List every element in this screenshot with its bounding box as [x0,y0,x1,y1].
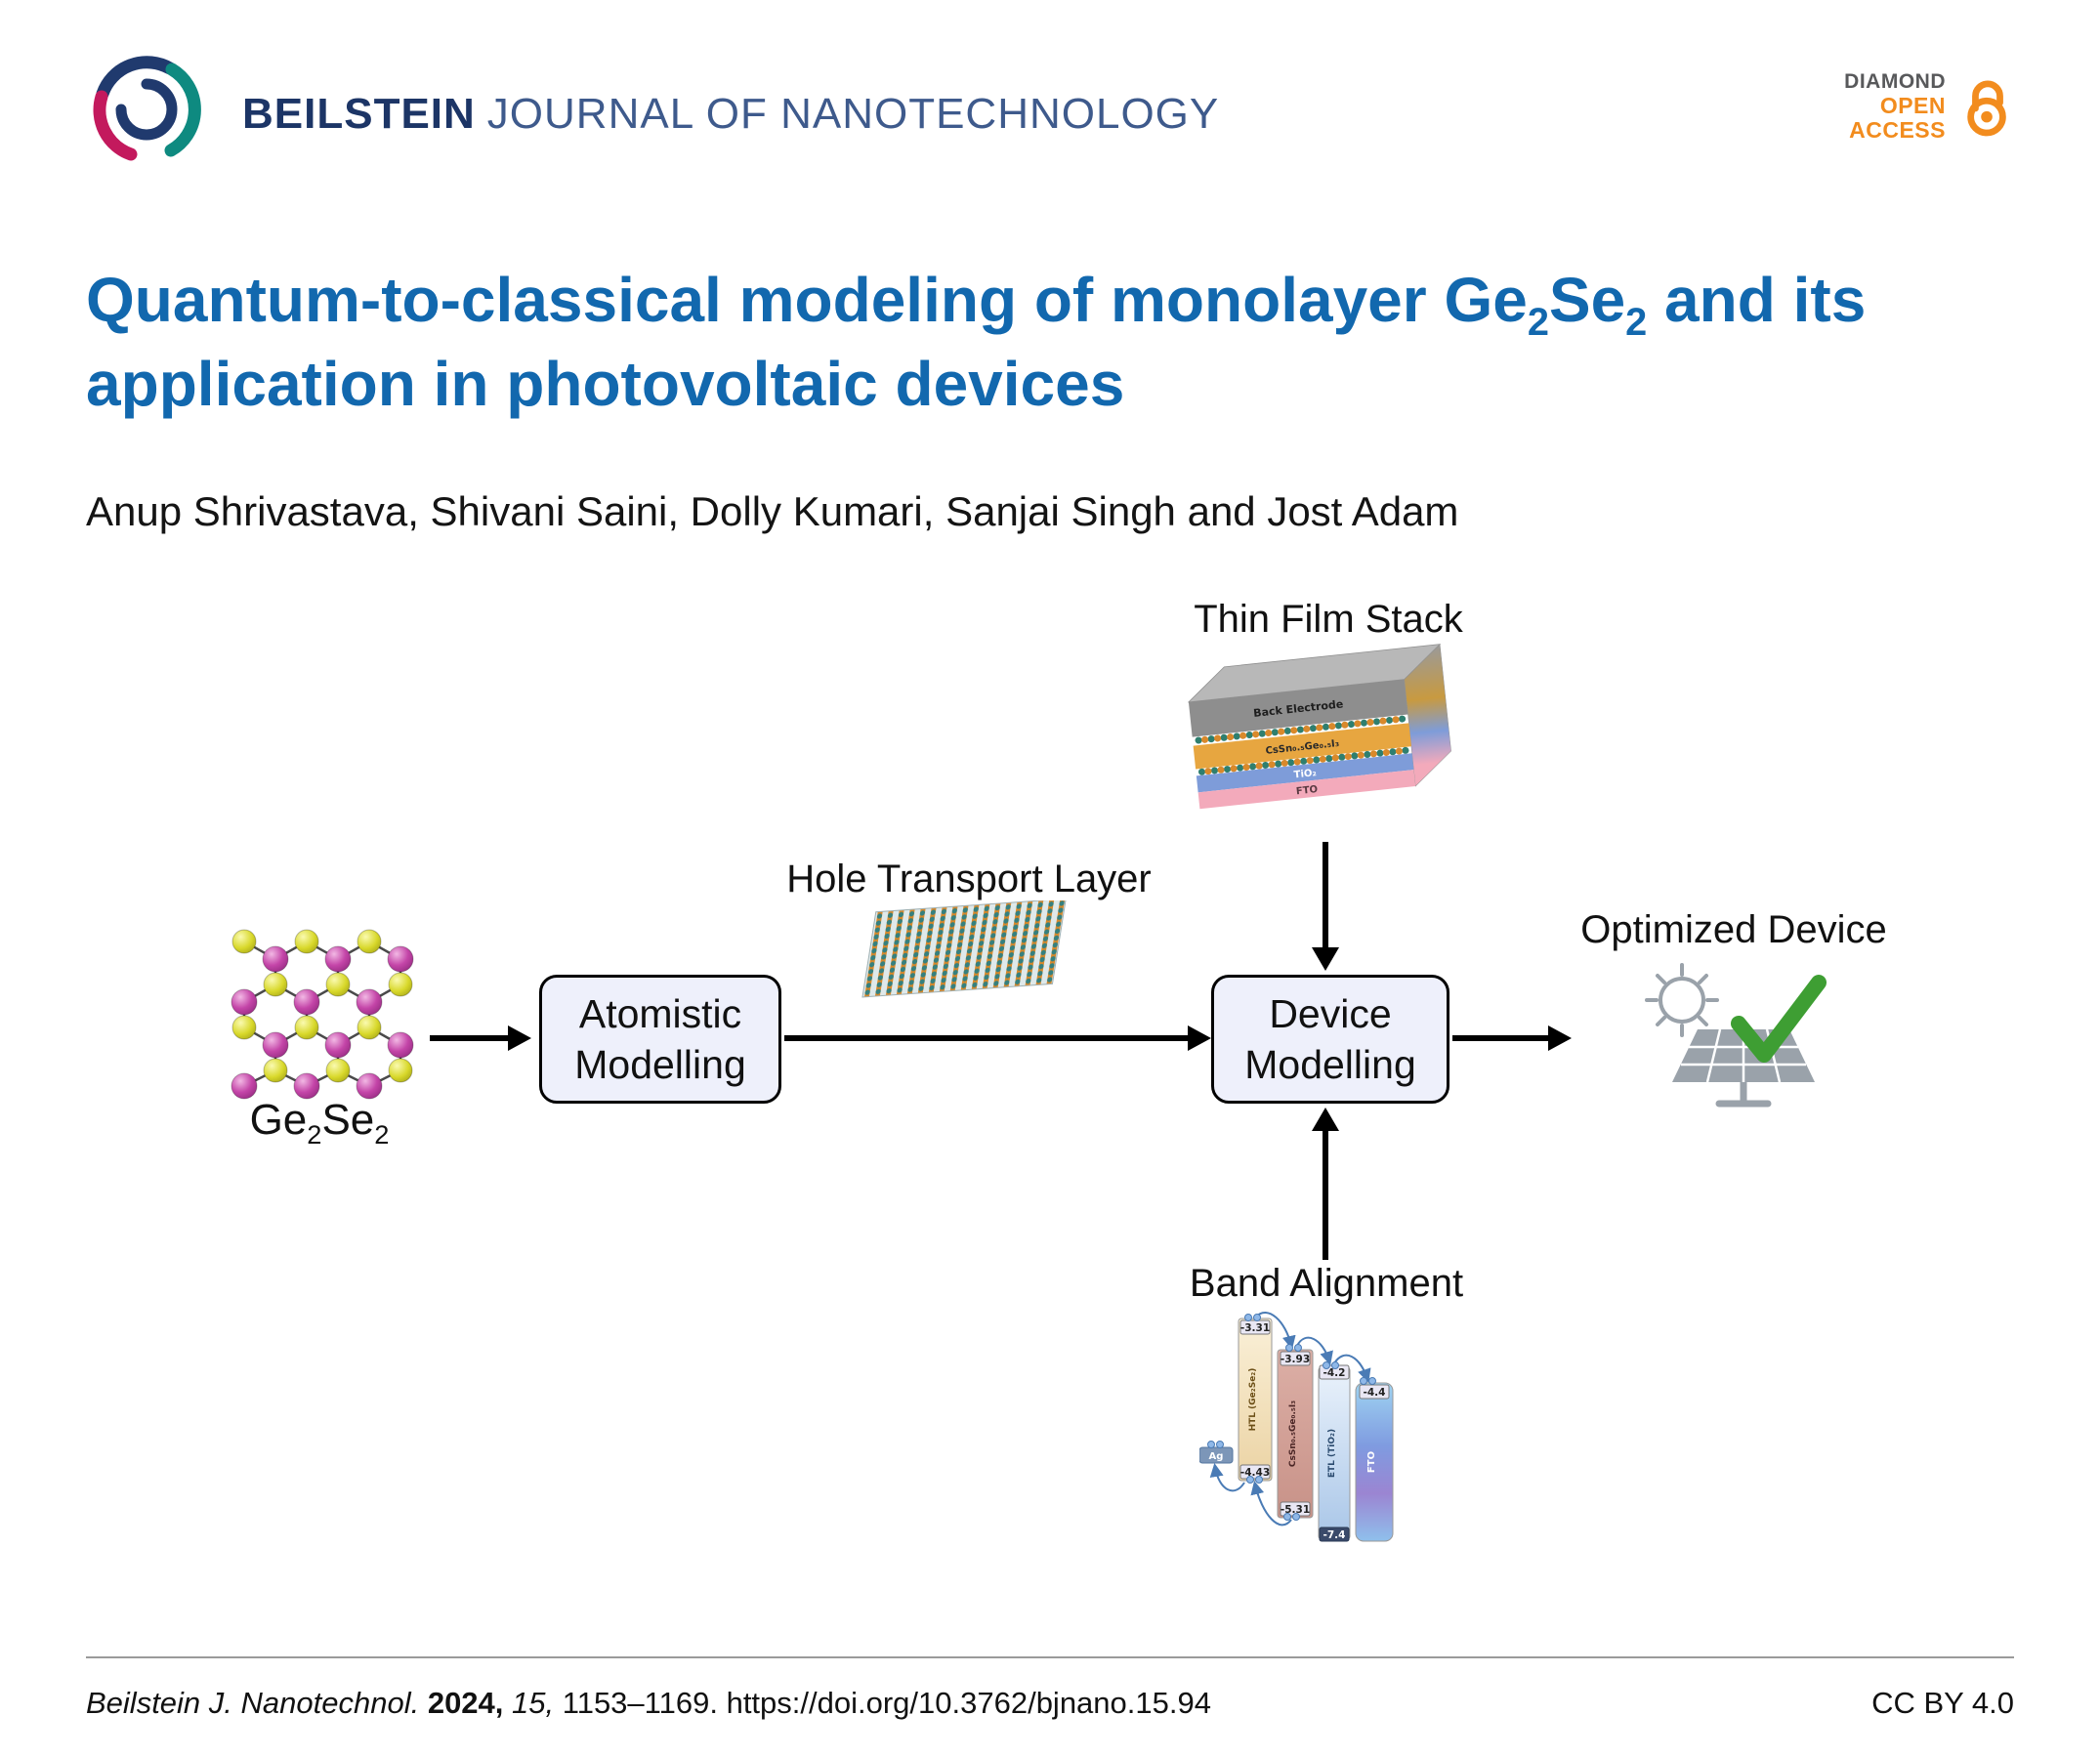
ag-electrode-label: Ag [1209,1451,1224,1462]
band-bar4-name: FTO [1366,1451,1377,1473]
band-bar3-name: ETL (TiO₂) [1327,1429,1337,1478]
citation-doi[interactable]: https://doi.org/10.3762/bjnano.15.94 [726,1686,1211,1720]
band-bar1-top-value: -3.31 [1240,1322,1270,1334]
optimized-device-icon [1645,963,1827,1108]
device-modelling-box: Device Modelling [1211,975,1449,1104]
check-icon [1731,975,1827,1063]
hole-transport-layer-label: Hole Transport Layer [786,858,1152,900]
etl-layer-label: TiO₂ [1293,768,1317,780]
device-modelling-line1: Device [1269,990,1392,1036]
open-access-badge-text: DIAMOND OPEN ACCESS [1844,70,1946,144]
thin-film-stack-label: Thin Film Stack [1194,598,1463,641]
device-modelling-line2: Modelling [1244,1042,1416,1087]
atomistic-modelling-line1: Atomistic [578,990,742,1036]
title-part2: Se [1548,265,1626,335]
footer-rule [86,1656,2014,1658]
carrier-flow-arrows [1209,1311,1371,1527]
band-bar-names: HTL (Ge₂Se₂) CsSn₀.₅Ge₀.₅I₃ ETL (TiO₂) F… [1248,1368,1377,1478]
citation-volume: 15, [512,1686,555,1720]
title-sub1: 2 [1527,300,1549,344]
citation: Beilstein J. Nanotechnol. 2024, 15, 1153… [86,1686,1211,1721]
diamond-open-access-badge: DIAMOND OPEN ACCESS [1844,70,2014,144]
oa-access-label: ACCESS [1849,117,1946,144]
title-part3: and its application in photovoltaic devi… [86,265,1867,420]
atomistic-modelling-line2: Modelling [574,1042,746,1087]
open-access-lock-icon [1967,80,2006,136]
ge2se2-crystal-figure [231,929,414,1100]
band-value-labels: -3.31 -3.93 -4.2 -4.4 -4.43 -5.31 -7.4 [1239,1319,1390,1542]
band-bars [1238,1318,1394,1542]
band-alignment-figure: HTL (Ge₂Se₂) CsSn₀.₅Ge₀.₅I₃ ETL (TiO₂) F… [1199,1311,1394,1542]
sun-icon [1645,963,1719,1037]
band-bar4-top-value: -4.4 [1364,1387,1386,1399]
article-title: Quantum-to-classical modeling of monolay… [86,262,1922,422]
band-bar1-bottom-value: -4.43 [1240,1467,1270,1479]
carrier-beads [1207,1314,1376,1521]
citation-journal: Beilstein J. Nanotechnol. [86,1686,420,1720]
title-part1: Quantum-to-classical modeling of monolay… [86,265,1528,335]
beilstein-logo-icon [93,56,201,161]
band-bar2-bottom-value: -5.31 [1281,1504,1310,1516]
band-bar1-name: HTL (Ge₂Se₂) [1248,1368,1258,1432]
license-label: CC BY 4.0 [1871,1686,2014,1720]
band-bar2-name: CsSn₀.₅Ge₀.₅I₃ [1288,1401,1298,1467]
band-bar3-top-value: -4.2 [1323,1367,1346,1379]
crystal-atoms [231,929,414,1100]
htl-lattice-figure [861,900,1067,998]
band-bar3-bottom-value: -7.4 [1323,1529,1346,1541]
journal-name-bold: BEILSTEIN [242,90,476,138]
oa-diamond-label: DIAMOND [1844,70,1946,93]
band-bar2-top-value: -3.93 [1281,1354,1310,1365]
oa-open-label: OPEN [1879,92,1946,118]
title-sub2: 2 [1625,300,1648,344]
ag-electrode: Ag [1199,1446,1234,1464]
ge2se2-label: Ge2Se2 [249,1096,390,1150]
citation-year: 2024, [427,1686,504,1720]
citation-pages: 1153–1169. [562,1686,718,1720]
journal-name-rest: JOURNAL OF NANOTECHNOLOGY [486,90,1220,138]
authors-line: Anup Shrivastava, Shivani Saini, Dolly K… [86,488,1459,534]
atomistic-modelling-box: Atomistic Modelling [539,975,781,1104]
fto-layer-label: FTO [1295,784,1318,797]
optimized-device-label: Optimized Device [1580,908,1887,951]
band-alignment-label: Band Alignment [1189,1262,1464,1305]
thin-film-stack-figure: Back Electrode CsSn₀.₅Ge₀.₅I₃ TiO₂ FTO [1187,644,1451,810]
